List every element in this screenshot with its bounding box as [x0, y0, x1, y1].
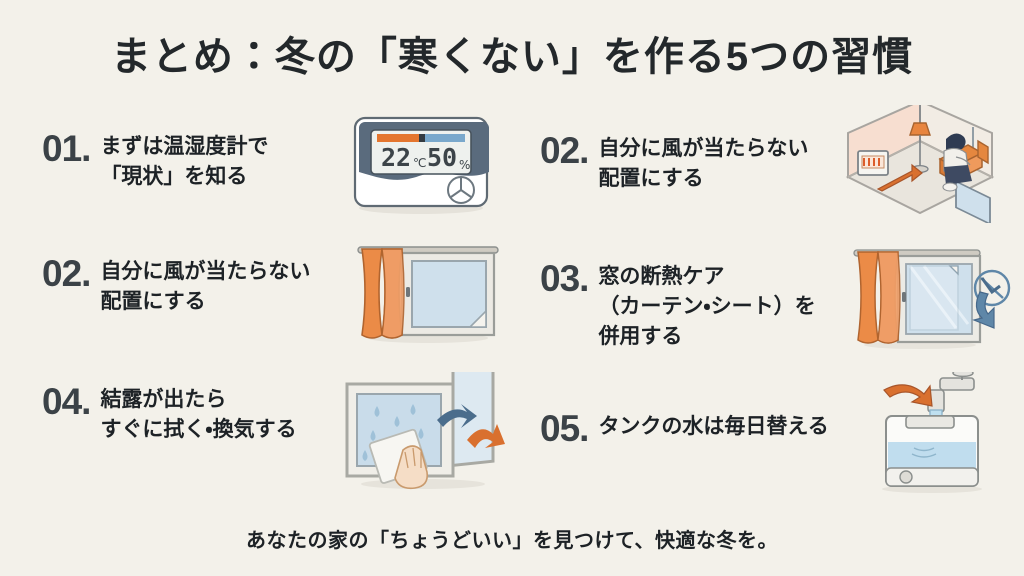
item-number: 03.: [540, 258, 589, 299]
page-title: まとめ：冬の「寒くない」を作る5つの習慣: [110, 35, 914, 79]
window-insulation-sheet-icon: [840, 240, 1020, 350]
thermometer-temperature: 22: [381, 143, 411, 172]
item-label: タンクの水は毎日替える: [598, 415, 829, 438]
list-item[interactable]: 01. まずは温湿度計で 「現状」を知る: [42, 130, 268, 192]
condensation-wipe-icon: [333, 372, 518, 492]
habit-list: 01. まずは温湿度計で 「現状」を知る 22 ℃ 50 % 02.: [0, 100, 1024, 500]
thermometer-humidity: 50: [427, 143, 457, 172]
list-item[interactable]: 02. 自分に風が当たらない 配置にする: [540, 132, 808, 194]
item-number: 02.: [42, 253, 91, 294]
item-label: 自分に風が当たらない 配置にする: [598, 137, 809, 190]
svg-text:%: %: [459, 158, 470, 172]
room-heater-isometric-icon: [828, 105, 1013, 223]
svg-text:℃: ℃: [413, 156, 426, 170]
humidifier-tank-icon: [862, 372, 1017, 494]
list-item[interactable]: 05. タンクの水は毎日替える: [540, 410, 829, 447]
item-label: まずは温湿度計で 「現状」を知る: [100, 135, 269, 188]
item-label: 自分に風が当たらない 配置にする: [100, 260, 311, 313]
curtain-window-icon: [340, 235, 515, 345]
list-item[interactable]: 04. 結露が出たら すぐに拭く・換気する: [42, 383, 297, 445]
list-item[interactable]: 03. 窓の断熱ケア （カーテン・シート）を 併用する: [540, 260, 816, 351]
item-label: 結露が出たら すぐに拭く・換気する: [100, 388, 297, 441]
item-number: 01.: [42, 128, 91, 169]
item-number: 05.: [540, 408, 589, 449]
item-number: 04.: [42, 381, 91, 422]
item-label: 窓の断熱ケア （カーテン・シート）を 併用する: [598, 265, 816, 348]
list-item[interactable]: 02. 自分に風が当たらない 配置にする: [42, 255, 310, 317]
thermo-hygrometer-icon: 22 ℃ 50 %: [333, 112, 508, 217]
item-number: 02.: [540, 130, 589, 171]
footer-message: あなたの家の「ちょうどいい」を見つけて、快適な冬を。: [246, 530, 778, 552]
